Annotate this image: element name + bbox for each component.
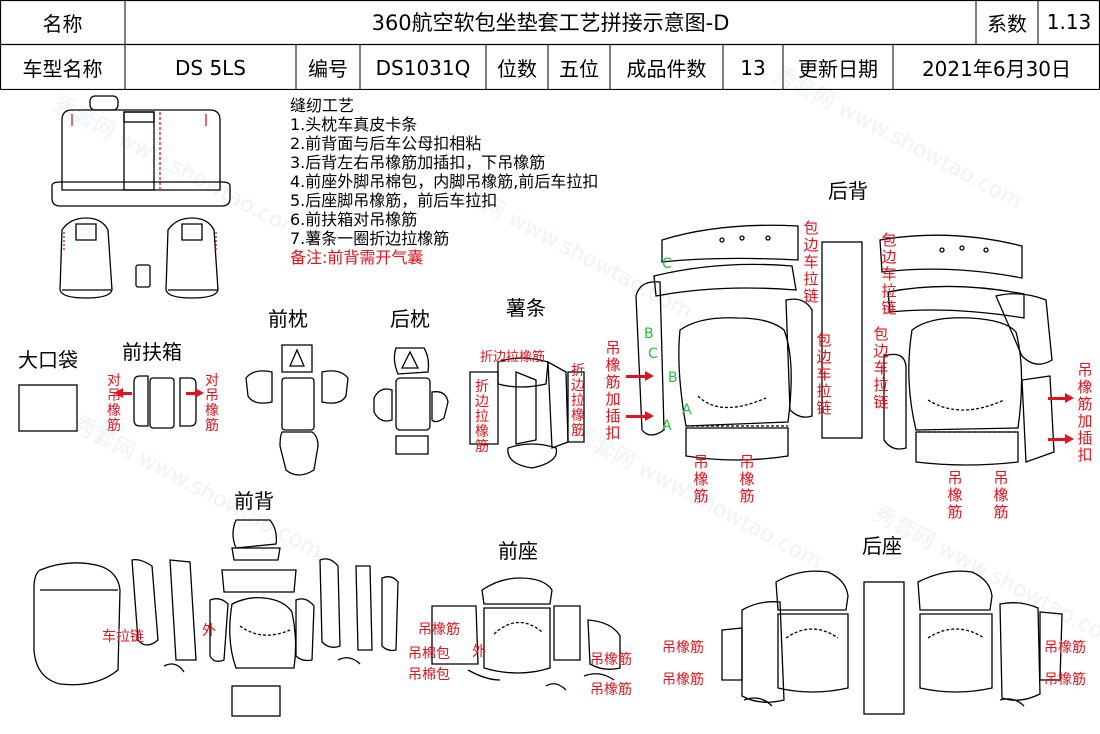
annotation-edge-zipper: 包边车拉链 bbox=[816, 331, 832, 417]
annotation-hang-elastic-pair: 对吊橡筋 bbox=[205, 373, 219, 434]
rear-headrest-patterns bbox=[373, 347, 449, 455]
rear-back-patterns bbox=[635, 224, 1055, 466]
front-headrest-patterns bbox=[245, 344, 349, 476]
fries-label: 薯条 bbox=[506, 296, 546, 320]
annotation-hang-elastic: 吊橡筋 bbox=[993, 469, 1009, 521]
front-armbox-label: 前扶箱 bbox=[122, 340, 182, 364]
rear-seat-patterns bbox=[721, 570, 1063, 715]
pieces-value: 13 bbox=[740, 55, 766, 80]
arrow-icon bbox=[626, 371, 654, 381]
process-step: 3.后背左右吊橡筋加插扣，下吊橡筋 bbox=[290, 153, 546, 172]
process-step: 1.头枕车真皮卡条 bbox=[290, 115, 418, 134]
coefficient-value: 1.13 bbox=[1046, 10, 1092, 34]
annotation-edge-zipper: 包边车拉链 bbox=[873, 325, 889, 411]
header-table: 名称 360航空软包坐垫套工艺拼接示意图-D 系数 1.13 车型名称 DS 5… bbox=[0, 0, 1100, 90]
coefficient-label: 系数 bbox=[987, 11, 1027, 36]
process-step: 5.后座脚吊橡筋，前后车拉扣 bbox=[290, 191, 498, 210]
header-grid bbox=[0, 0, 1100, 90]
annotation-fold-pull-elastic: 折边拉橡筋 bbox=[475, 379, 489, 455]
front-back-label: 前背 bbox=[234, 489, 274, 513]
model-value: DS 5LS bbox=[174, 55, 246, 80]
seats-value: 五位 bbox=[559, 57, 599, 81]
annotation-hang-elastic-insert: 吊橡筋加插扣 bbox=[1077, 361, 1093, 464]
marker-a: A bbox=[662, 418, 672, 434]
front-headrest-label: 前枕 bbox=[268, 307, 308, 331]
front-seat-patterns bbox=[431, 577, 621, 691]
marker-c: C bbox=[648, 346, 658, 362]
rear-back-label: 后背 bbox=[828, 179, 868, 203]
arrow-icon bbox=[114, 388, 132, 398]
big-pocket-label: 大口袋 bbox=[18, 348, 78, 372]
process-step: 4.前座外脚吊棉包，内脚吊橡筋,前后车拉扣 bbox=[290, 172, 599, 191]
code-value: DS1031Q bbox=[375, 55, 471, 80]
rear-headrest-label: 后枕 bbox=[390, 307, 430, 331]
pieces-label: 成品件数 bbox=[626, 57, 707, 81]
model-label: 车型名称 bbox=[22, 57, 103, 81]
big-pocket-pattern bbox=[18, 384, 78, 432]
annotation-fold-pull-elastic: 折边拉橡筋 bbox=[480, 350, 546, 365]
arrow-icon bbox=[626, 411, 654, 421]
process-note: 备注:前背需开气囊 bbox=[290, 248, 424, 267]
annotation-outside: 外 bbox=[472, 644, 486, 660]
marker-c: C bbox=[662, 256, 672, 272]
annotation-hang-elastic: 吊橡筋 bbox=[590, 652, 632, 668]
marker-b: B bbox=[644, 326, 654, 342]
diagram-title: 360航空软包坐垫套工艺拼接示意图-D bbox=[371, 11, 730, 35]
seats-label: 位数 bbox=[497, 57, 537, 81]
rear-seat-thumbnail bbox=[51, 95, 231, 207]
sewing-process-list: 缝纫工艺 1.头枕车真皮卡条 2.前背面与后车公母扣相粘 3.后背左右吊橡筋加插… bbox=[290, 96, 598, 267]
process-title: 缝纫工艺 bbox=[290, 96, 355, 115]
code-label: 编号 bbox=[308, 57, 348, 81]
marker-b: B bbox=[668, 370, 678, 386]
fries-trim-patterns bbox=[469, 357, 585, 469]
rear-seat-label: 后座 bbox=[862, 534, 902, 558]
annotation-hang-elastic-insert: 吊橡筋加插扣 bbox=[605, 339, 621, 442]
annotation-hang-elastic: 吊橡筋 bbox=[947, 469, 963, 521]
marker-a: A bbox=[682, 402, 692, 418]
annotation-hang-elastic: 吊橡筋 bbox=[1044, 640, 1086, 656]
annotation-hang-elastic: 吊橡筋 bbox=[418, 622, 460, 638]
date-label: 更新日期 bbox=[798, 57, 878, 81]
process-step: 6.前扶箱对吊橡筋 bbox=[290, 210, 418, 229]
front-armbox-patterns bbox=[133, 375, 197, 429]
annotation-hang-elastic: 吊橡筋 bbox=[590, 682, 632, 698]
annotation-hang-elastic: 吊橡筋 bbox=[739, 453, 755, 505]
front-seat-label: 前座 bbox=[498, 539, 538, 563]
annotation-edge-zipper: 包边车拉链 bbox=[881, 231, 897, 317]
annotation-hang-elastic: 吊橡筋 bbox=[1044, 672, 1086, 688]
arrow-icon bbox=[1048, 434, 1074, 444]
annotation-hang-cotton: 吊棉包 bbox=[408, 667, 450, 683]
annotation-hang-elastic: 吊橡筋 bbox=[662, 672, 704, 688]
annotation-hang-elastic-pair: 对吊橡筋 bbox=[107, 373, 121, 434]
annotation-edge-zipper: 包边车拉链 bbox=[803, 219, 819, 305]
annotation-hang-elastic: 吊橡筋 bbox=[693, 453, 709, 505]
annotation-zipper: 车拉链 bbox=[102, 629, 144, 645]
arrow-icon bbox=[186, 388, 204, 398]
name-label: 名称 bbox=[42, 11, 83, 36]
annotation-outside: 外 bbox=[202, 623, 216, 639]
annotation-fold-pull-elastic: 折边拉橡筋 bbox=[571, 363, 585, 439]
annotation-hang-elastic: 吊橡筋 bbox=[662, 640, 704, 656]
arrow-icon bbox=[1048, 393, 1074, 403]
front-back-patterns bbox=[33, 519, 399, 717]
process-step: 2.前背面与后车公母扣相粘 bbox=[290, 134, 482, 153]
date-value: 2021年6月30日 bbox=[921, 57, 1072, 81]
process-step: 7.薯条一圈折边拉橡筋 bbox=[290, 229, 450, 248]
annotation-hang-cotton: 吊棉包 bbox=[408, 646, 450, 662]
front-seat-thumbnails bbox=[59, 217, 219, 299]
